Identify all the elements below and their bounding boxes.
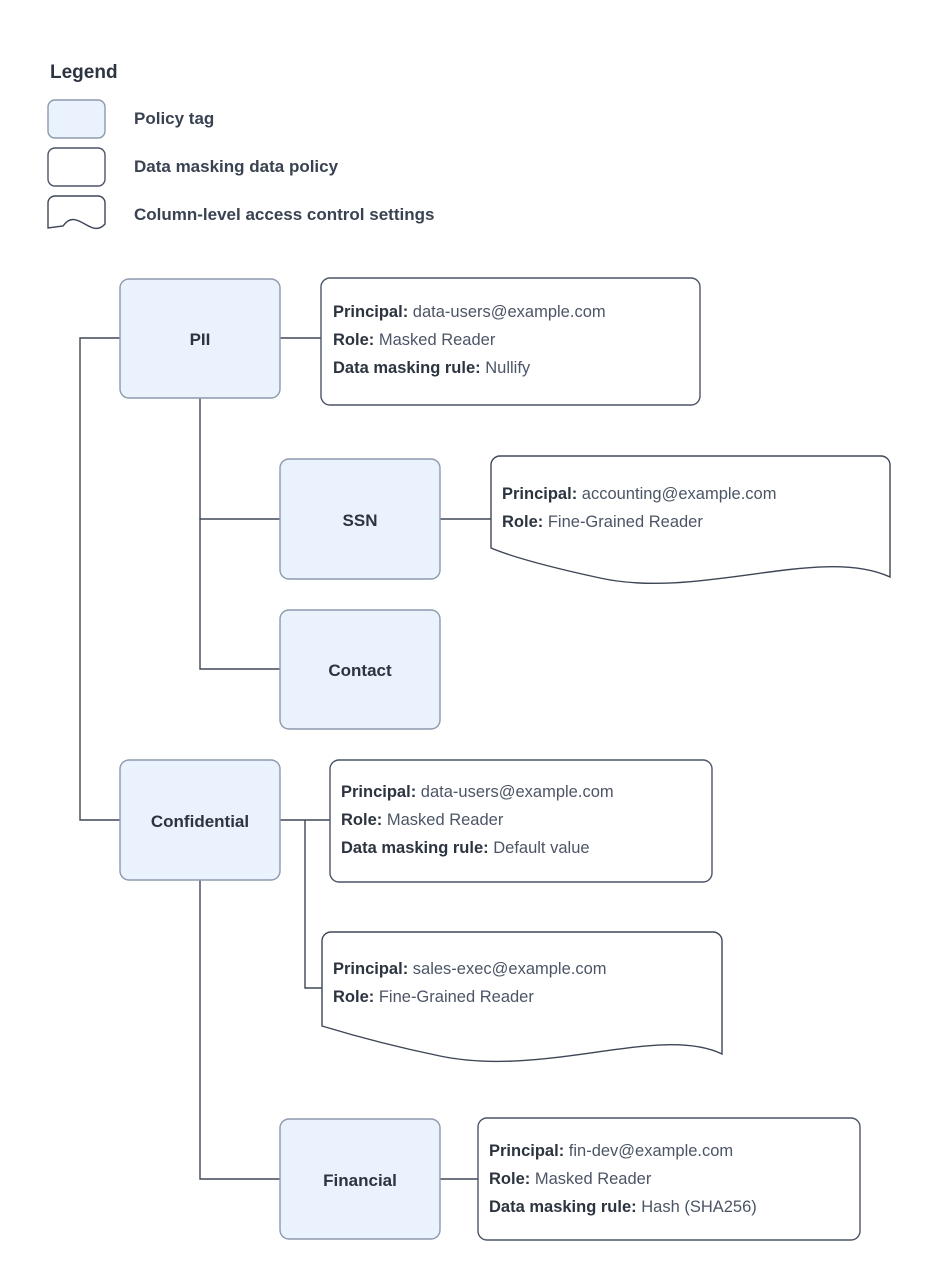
connector-pii-to-ssn [199, 398, 280, 520]
detail-pii-policy-principal: Principal: data-users@example.com [333, 303, 606, 321]
detail-financial-policy-masking-rule: Data masking rule: Hash (SHA256) [489, 1198, 757, 1216]
node-contact-box[interactable] [279, 609, 441, 730]
node-confidential[interactable]: Confidential [119, 759, 281, 881]
legend-swatch-column-level-access-control-settings [47, 195, 106, 230]
node-ssn-box[interactable] [279, 458, 441, 580]
connectors [79, 337, 491, 1180]
detail-confidential-policy-role: Role: Masked Reader [341, 811, 504, 829]
node-pii-box[interactable] [119, 278, 281, 399]
legend-item-data-masking-data-policy: Data masking data policy [47, 147, 339, 187]
legend-label-data-masking-data-policy: Data masking data policy [134, 157, 339, 176]
detail-ssn-access-role: Role: Fine-Grained Reader [502, 513, 703, 531]
node-confidential-box[interactable] [119, 759, 281, 881]
detail-pii-policy-box[interactable] [320, 277, 701, 406]
detail-confidential-access-principal: Principal: sales-exec@example.com [333, 960, 607, 978]
detail-pii-policy[interactable]: Principal: data-users@example.com Role: … [320, 277, 701, 406]
legend-label-policy-tag: Policy tag [134, 109, 214, 128]
node-financial-label: Financial [323, 1171, 397, 1190]
node-financial-box[interactable] [279, 1118, 441, 1240]
detail-ssn-access-principal: Principal: accounting@example.com [502, 485, 776, 503]
legend-swatch-policy-tag [47, 99, 106, 139]
legend-label-column-level-access-control-settings: Column-level access control settings [134, 205, 434, 224]
node-contact[interactable]: Contact [279, 609, 441, 730]
node-ssn[interactable]: SSN [279, 458, 441, 580]
connector-confidential-to-access-detail [304, 820, 322, 989]
node-pii[interactable]: PII [119, 278, 281, 399]
detail-ssn-access[interactable]: Principal: accounting@example.com Role: … [490, 455, 891, 585]
legend-item-column-level-access-control-settings: Column-level access control settings [47, 195, 434, 230]
legend: Legend Policy tag Data masking data poli… [47, 62, 434, 230]
detail-pii-policy-role: Role: Masked Reader [333, 331, 496, 349]
legend-title: Legend [50, 62, 118, 83]
detail-confidential-policy-masking-rule: Data masking rule: Default value [341, 839, 590, 857]
detail-pii-policy-masking-rule: Data masking rule: Nullify [333, 359, 531, 377]
node-financial[interactable]: Financial [279, 1118, 441, 1240]
detail-financial-policy[interactable]: Principal: fin-dev@example.com Role: Mas… [477, 1117, 861, 1241]
node-ssn-label: SSN [343, 511, 378, 530]
detail-ssn-access-box[interactable] [490, 455, 891, 585]
node-pii-label: PII [190, 330, 211, 349]
node-confidential-label: Confidential [151, 812, 249, 831]
detail-financial-policy-role: Role: Masked Reader [489, 1170, 652, 1188]
detail-confidential-access[interactable]: Principal: sales-exec@example.com Role: … [321, 931, 723, 1063]
legend-swatch-data-masking-data-policy [47, 147, 106, 187]
detail-confidential-access-role: Role: Fine-Grained Reader [333, 988, 534, 1006]
detail-financial-policy-principal: Principal: fin-dev@example.com [489, 1142, 733, 1160]
detail-confidential-access-box[interactable] [321, 931, 723, 1063]
detail-confidential-policy-box[interactable] [329, 759, 713, 883]
detail-confidential-policy-principal: Principal: data-users@example.com [341, 783, 614, 801]
node-contact-label: Contact [328, 661, 392, 680]
connector-confidential-to-financial [199, 880, 280, 1180]
connector-pii-to-contact [199, 519, 280, 670]
detail-confidential-policy[interactable]: Principal: data-users@example.com Role: … [329, 759, 713, 883]
connector-spine-root [79, 337, 120, 821]
detail-financial-policy-box[interactable] [477, 1117, 861, 1241]
legend-item-policy-tag: Policy tag [47, 99, 214, 139]
